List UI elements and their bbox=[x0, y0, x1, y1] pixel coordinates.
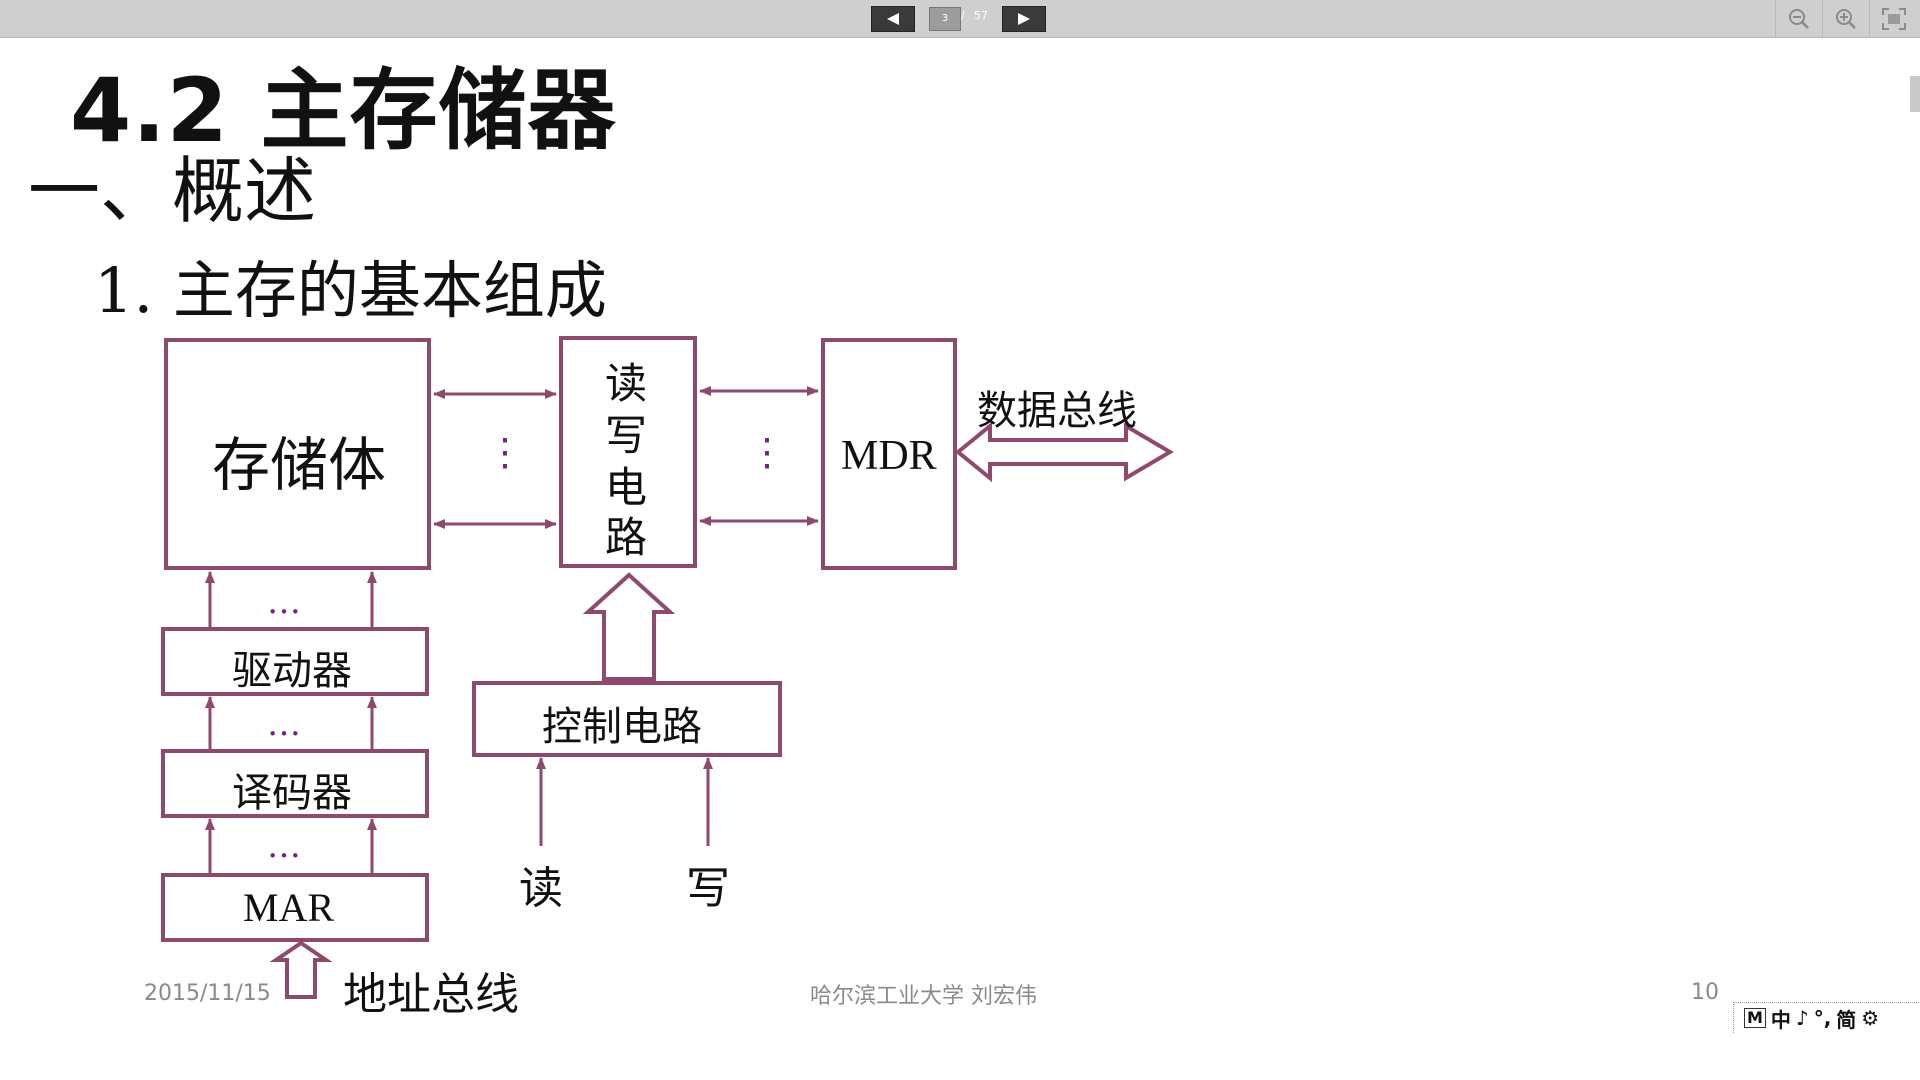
address-bus-hollow-arrow bbox=[269, 940, 333, 999]
zoom-in-button[interactable] bbox=[1822, 0, 1869, 37]
page-number-input[interactable]: 3 bbox=[929, 7, 961, 31]
section-heading: 一、概述 bbox=[28, 149, 317, 233]
read-label: 读 bbox=[519, 863, 563, 914]
data-bus-hollow-arrow bbox=[954, 421, 1174, 483]
vdots-storage-rw: ⋮ bbox=[486, 430, 524, 474]
footer-date: 2015/11/15 bbox=[144, 981, 271, 1006]
hdots-driver-decoder: … bbox=[267, 704, 301, 744]
zoom-in-icon bbox=[1836, 9, 1856, 29]
ime-simplified[interactable]: 简 bbox=[1836, 1007, 1857, 1032]
rw-label-2: 写 bbox=[605, 411, 648, 460]
triangle-right-icon bbox=[1018, 13, 1030, 25]
prev-page-button[interactable] bbox=[871, 6, 915, 32]
mar-label: MAR bbox=[243, 885, 335, 930]
decoder-label: 译码器 bbox=[232, 770, 352, 816]
rw-label-4: 路 bbox=[605, 513, 648, 562]
rw-label-3: 电 bbox=[605, 463, 648, 512]
ime-punct-icon[interactable]: °, bbox=[1813, 1006, 1832, 1030]
control-label: 控制电路 bbox=[542, 704, 702, 750]
hdots-decoder-mar: … bbox=[267, 826, 301, 866]
decoder-box bbox=[161, 749, 429, 818]
hdots-storage-driver: … bbox=[267, 582, 301, 622]
control-rw-hollow-arrow bbox=[582, 572, 676, 681]
data-bus-label: 数据总线 bbox=[977, 388, 1137, 434]
page-total: 57 bbox=[974, 9, 988, 22]
viewer-toolbar: 3 / 57 bbox=[0, 0, 1920, 38]
zoom-out-icon bbox=[1789, 9, 1809, 29]
address-bus-label: 地址总线 bbox=[343, 969, 519, 1020]
rw-circuit-box bbox=[559, 336, 697, 568]
footer-author: 哈尔滨工业大学 刘宏伟 bbox=[810, 984, 1037, 1009]
mdr-box bbox=[821, 338, 957, 570]
write-label: 写 bbox=[686, 863, 730, 914]
mdr-label: MDR bbox=[841, 433, 937, 479]
footer-page-number: 10 bbox=[1691, 980, 1719, 1005]
scrollbar-thumb[interactable] bbox=[1910, 76, 1920, 112]
rw-label-1: 读 bbox=[605, 359, 648, 408]
driver-label: 驱动器 bbox=[232, 648, 352, 694]
mar-box bbox=[161, 873, 429, 942]
driver-box bbox=[161, 627, 429, 696]
vdots-rw-mdr: ⋮ bbox=[748, 430, 786, 474]
ime-mode[interactable]: M bbox=[1744, 1008, 1766, 1028]
fullscreen-button[interactable] bbox=[1869, 0, 1916, 37]
ime-chinese[interactable]: 中 bbox=[1770, 1007, 1791, 1032]
ime-gear-icon[interactable]: ⚙ bbox=[1861, 1006, 1880, 1030]
next-page-button[interactable] bbox=[1002, 6, 1046, 32]
ime-moon-icon[interactable]: ♪ bbox=[1795, 1006, 1809, 1030]
ime-status-bar[interactable]: M 中 ♪ °, 简 ⚙ bbox=[1733, 1002, 1920, 1033]
slide-title: 4.2 主存储器 bbox=[70, 59, 617, 162]
control-box bbox=[472, 681, 782, 757]
zoom-out-button[interactable] bbox=[1775, 0, 1822, 37]
storage-box bbox=[164, 338, 431, 570]
triangle-left-icon bbox=[887, 13, 899, 25]
page-separator: / bbox=[961, 9, 965, 22]
subsection-heading: 1. 主存的基本组成 bbox=[94, 254, 607, 327]
fullscreen-icon bbox=[1882, 8, 1906, 30]
storage-label: 存储体 bbox=[212, 431, 387, 499]
